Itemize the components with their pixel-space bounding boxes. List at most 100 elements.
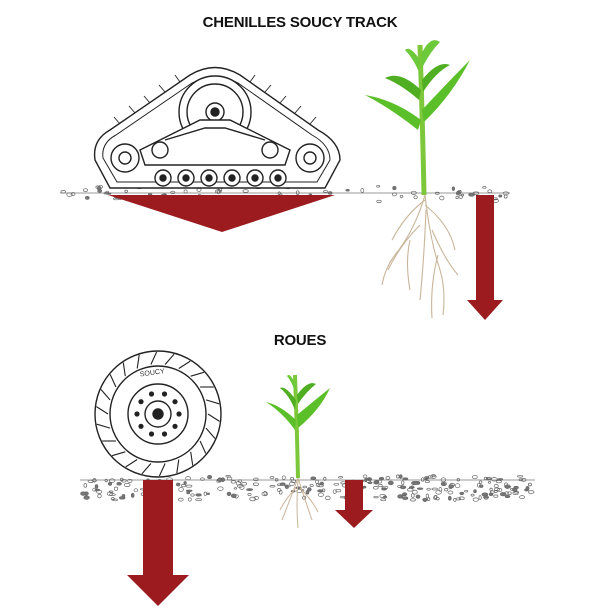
soil-pebble: [246, 488, 253, 491]
soil-pebble: [332, 489, 337, 494]
soil-pebble: [284, 485, 289, 489]
soil-pebble: [424, 477, 429, 480]
soil-pebble: [233, 487, 238, 490]
soil-pebble: [472, 497, 479, 502]
soil-pebble: [241, 482, 248, 486]
soil-pebble: [317, 483, 324, 488]
soil-pebble: [185, 484, 193, 488]
wheels-pressure-arrow: [127, 480, 189, 606]
soil-pebble: [433, 495, 438, 501]
soil-pebble: [289, 481, 295, 486]
soil-pebble: [263, 490, 267, 496]
soil-pebble: [362, 474, 368, 479]
soil-pebble: [107, 482, 113, 486]
soil-pebble: [448, 484, 455, 489]
soil-pebble: [200, 477, 205, 481]
tire-tread-lug: [150, 351, 158, 365]
soil-pebble: [479, 484, 484, 488]
soil-pebble: [493, 494, 499, 498]
soil-pebble: [327, 191, 333, 195]
soil-pebble: [253, 496, 259, 500]
soil-pebble: [380, 498, 387, 502]
lug-hole: [148, 391, 155, 397]
tire-tread-lug: [205, 427, 216, 439]
soil-pebble: [447, 490, 454, 495]
tire-tread-lug: [96, 423, 111, 429]
soil-pebble: [109, 493, 116, 496]
soil-pebble: [176, 482, 181, 487]
soil-pebble: [83, 483, 88, 488]
soil-pebble: [180, 484, 187, 488]
tire-tread-lug: [190, 371, 205, 377]
tire-tread-lug: [176, 459, 180, 474]
soil-pebble: [439, 195, 445, 201]
wheels-soil-pebbles: [80, 474, 535, 502]
soil-pebble: [518, 478, 524, 482]
soil-pebble: [187, 497, 192, 502]
soil-pebble: [440, 477, 447, 483]
soil-pebble: [147, 193, 153, 196]
soil-pebble: [491, 477, 498, 482]
soil-pebble: [124, 189, 128, 193]
tire-tread-lug: [136, 354, 140, 369]
soil-pebble: [83, 188, 88, 192]
soil-pebble: [527, 482, 532, 487]
wheels-section-title: ROUES: [273, 332, 327, 349]
soil-pebble: [387, 480, 394, 486]
soil-pebble: [66, 192, 73, 197]
tire-brand-text: SOUCY: [139, 368, 165, 378]
soil-pebble: [60, 190, 66, 194]
soil-pebble: [456, 478, 460, 482]
soil-pebble: [269, 485, 276, 488]
soil-pebble: [410, 485, 414, 489]
soil-pebble: [80, 491, 87, 496]
soil-pebble: [402, 496, 409, 500]
soil-pebble: [323, 476, 327, 481]
soil-pebble: [470, 493, 475, 497]
soil-pebble: [206, 492, 210, 495]
soil-pebble: [454, 483, 461, 489]
corn-plant-small-icon: [266, 374, 330, 529]
soil-pebble: [444, 488, 449, 492]
soil-pebble: [482, 186, 487, 189]
tire-tread-lug: [100, 389, 111, 401]
tire-tread-lug: [158, 463, 166, 477]
soil-pebble: [269, 476, 275, 479]
soil-pebble: [378, 477, 385, 481]
soil-pebble: [495, 480, 502, 484]
tire-tread-lug: [125, 459, 138, 468]
soil-pebble: [130, 493, 135, 498]
soil-pebble: [415, 494, 421, 499]
soil-pebble: [315, 479, 319, 484]
soil-pebble: [496, 488, 503, 493]
soil-pebble: [276, 488, 282, 492]
soil-pebble: [421, 477, 425, 482]
tire-tread-lug: [199, 440, 207, 454]
lug-hole: [138, 399, 144, 405]
soil-pebble: [195, 493, 202, 497]
soil-pebble: [97, 493, 102, 499]
soil-pebble: [407, 488, 414, 492]
soil-pebble: [430, 474, 437, 479]
soil-pebble: [401, 480, 405, 485]
lug-hole: [161, 431, 168, 437]
tractor-tire-icon: [94, 350, 222, 478]
tire-tread-lug: [190, 451, 194, 466]
soil-pebble: [92, 478, 97, 483]
lug-hole: [176, 411, 182, 417]
soil-pebble: [468, 192, 475, 197]
soil-pebble: [504, 494, 511, 499]
soil-pebble: [487, 481, 492, 484]
soil-pebble: [317, 492, 324, 497]
soil-pebble: [376, 199, 382, 203]
soil-pebble: [360, 188, 365, 193]
soil-pebble: [249, 496, 257, 502]
soil-pebble: [498, 194, 503, 198]
soil-pebble: [104, 478, 108, 483]
soil-pebble: [483, 496, 489, 499]
soil-pebble: [410, 498, 416, 502]
soil-pebble: [113, 486, 119, 491]
soil-pebble: [322, 190, 329, 193]
soil-pebble: [253, 477, 259, 482]
soil-pebble: [214, 189, 222, 194]
